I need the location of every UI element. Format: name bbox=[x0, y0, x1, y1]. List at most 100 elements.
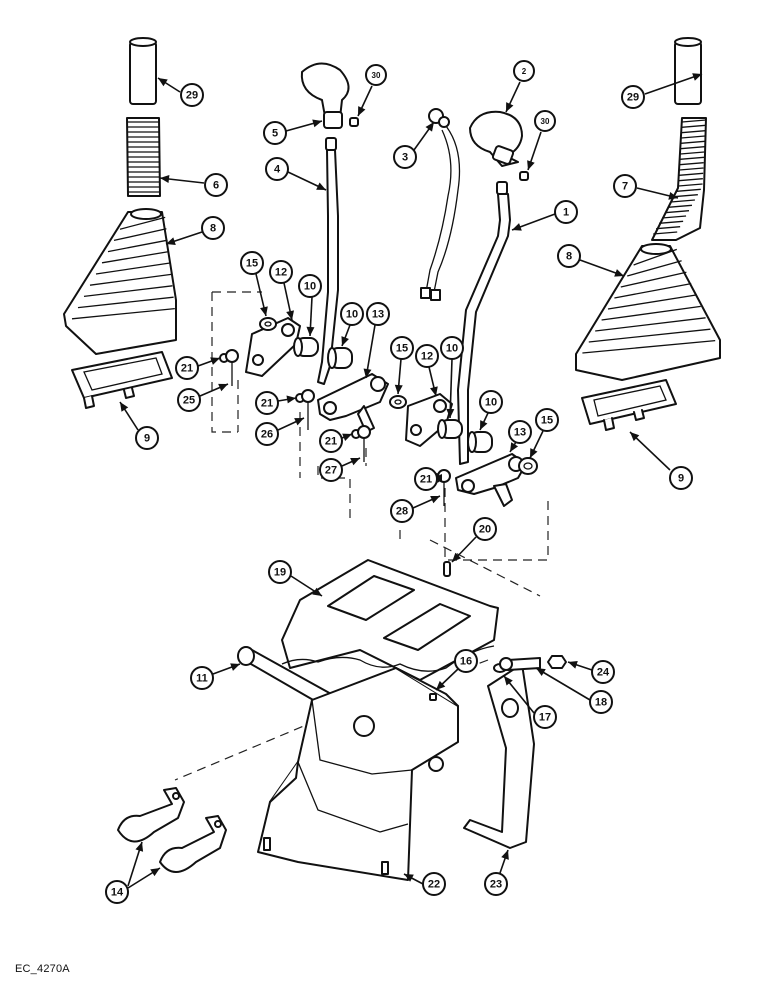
alignment-lines bbox=[174, 291, 549, 781]
callout-number: 7 bbox=[622, 181, 628, 193]
corrugated-hose-right bbox=[651, 117, 707, 241]
callout-number: 23 bbox=[490, 879, 502, 891]
callout-c16: 16 bbox=[435, 649, 478, 691]
callout-number: 24 bbox=[597, 667, 610, 679]
callout-c21a: 21 bbox=[175, 356, 221, 380]
callout-number: 6 bbox=[213, 180, 219, 192]
callout-number: 12 bbox=[275, 267, 287, 279]
callout-number: 21 bbox=[261, 398, 273, 410]
support-bracket bbox=[463, 663, 535, 849]
callout-number: 30 bbox=[372, 71, 381, 80]
callout-c14: 14 bbox=[105, 841, 161, 904]
callout-number: 10 bbox=[304, 281, 316, 293]
callout-c7: 7 bbox=[613, 174, 679, 200]
callout-c10d: 10 bbox=[479, 390, 503, 431]
knob-left bbox=[300, 62, 350, 129]
rubber-boot-left bbox=[63, 208, 177, 355]
callout-number: 17 bbox=[539, 712, 551, 724]
mounting-base bbox=[257, 667, 459, 881]
callout-number: 28 bbox=[396, 506, 408, 518]
knob-right bbox=[469, 110, 523, 167]
boot-retainer-left bbox=[71, 351, 173, 409]
callout-number: 10 bbox=[446, 343, 458, 355]
callout-number: 9 bbox=[144, 433, 150, 445]
callout-c30b: 30 bbox=[527, 110, 556, 171]
corrugated-hose-left bbox=[126, 117, 161, 197]
callout-number: 8 bbox=[566, 251, 572, 263]
bolt-washer-nut bbox=[493, 655, 567, 673]
callout-number: 12 bbox=[421, 351, 433, 363]
callout-number: 29 bbox=[627, 92, 639, 104]
shift-lever-right bbox=[457, 181, 511, 465]
callout-number: 20 bbox=[479, 524, 491, 536]
callout-c30a: 30 bbox=[357, 64, 387, 117]
callout-c15b: 15 bbox=[390, 336, 414, 395]
shift-lever-left bbox=[317, 137, 339, 385]
callout-number: 1 bbox=[563, 207, 569, 219]
callout-number: 13 bbox=[514, 427, 526, 439]
callout-c9b: 9 bbox=[629, 431, 693, 490]
callout-number: 2 bbox=[522, 67, 527, 76]
callout-number: 27 bbox=[325, 465, 337, 477]
callout-c19: 19 bbox=[268, 560, 323, 597]
callout-number: 14 bbox=[111, 887, 124, 899]
callout-number: 15 bbox=[396, 343, 408, 355]
callout-c23: 23 bbox=[484, 849, 509, 896]
callout-c21d: 21 bbox=[414, 467, 442, 491]
callout-c10c: 10 bbox=[440, 336, 464, 419]
pivot-shaft bbox=[237, 646, 343, 713]
callout-c8b: 8 bbox=[557, 244, 625, 277]
callout-number: 30 bbox=[541, 117, 550, 126]
callout-c5: 5 bbox=[263, 119, 323, 145]
callout-c12b: 12 bbox=[415, 344, 439, 397]
callout-c15c: 15 bbox=[529, 408, 559, 459]
shift-housing-cover bbox=[281, 559, 499, 681]
callout-number: 3 bbox=[402, 152, 408, 164]
callout-c28: 28 bbox=[390, 495, 441, 523]
callout-number: 19 bbox=[274, 567, 286, 579]
callout-number: 21 bbox=[181, 363, 193, 375]
callout-number: 10 bbox=[485, 397, 497, 409]
callout-number: 9 bbox=[678, 473, 684, 485]
callout-number: 21 bbox=[420, 474, 432, 486]
callout-c18: 18 bbox=[535, 667, 613, 714]
callout-number: 29 bbox=[186, 90, 198, 102]
callout-c26: 26 bbox=[255, 417, 305, 446]
callout-c10b: 10 bbox=[340, 302, 364, 347]
set-screw-left bbox=[349, 117, 359, 127]
callout-c15a: 15 bbox=[240, 251, 268, 317]
rubber-boot-right bbox=[575, 243, 721, 381]
linkage-assembly bbox=[219, 317, 538, 507]
switch-wiring-harness bbox=[420, 108, 461, 301]
callout-number: 10 bbox=[346, 309, 358, 321]
callout-c9a: 9 bbox=[119, 401, 159, 450]
callout-c1: 1 bbox=[511, 200, 578, 231]
callout-number: 15 bbox=[541, 415, 553, 427]
callout-number: 5 bbox=[272, 128, 278, 140]
set-screw-right bbox=[519, 171, 529, 181]
callout-c25: 25 bbox=[177, 383, 229, 412]
callout-number: 16 bbox=[460, 656, 472, 668]
callout-c27: 27 bbox=[319, 457, 361, 482]
pin bbox=[443, 561, 451, 577]
callout-number: 21 bbox=[325, 436, 337, 448]
callout-c13a: 13 bbox=[363, 302, 390, 379]
callout-number: 11 bbox=[196, 673, 208, 685]
callout-c29b: 29 bbox=[621, 73, 703, 109]
callout-c3: 3 bbox=[393, 121, 435, 169]
callout-c11: 11 bbox=[190, 663, 241, 690]
tube-right bbox=[674, 37, 702, 105]
callout-c22: 22 bbox=[403, 872, 446, 896]
callout-c24: 24 bbox=[567, 660, 615, 684]
clamps bbox=[117, 787, 227, 873]
callout-number: 25 bbox=[183, 395, 195, 407]
callout-c17: 17 bbox=[503, 675, 557, 729]
callout-c12a: 12 bbox=[269, 260, 295, 321]
callout-number: 18 bbox=[595, 697, 607, 709]
callout-c10a: 10 bbox=[298, 274, 322, 337]
callout-c21c: 21 bbox=[319, 429, 353, 453]
callout-c2: 2 bbox=[505, 60, 535, 113]
